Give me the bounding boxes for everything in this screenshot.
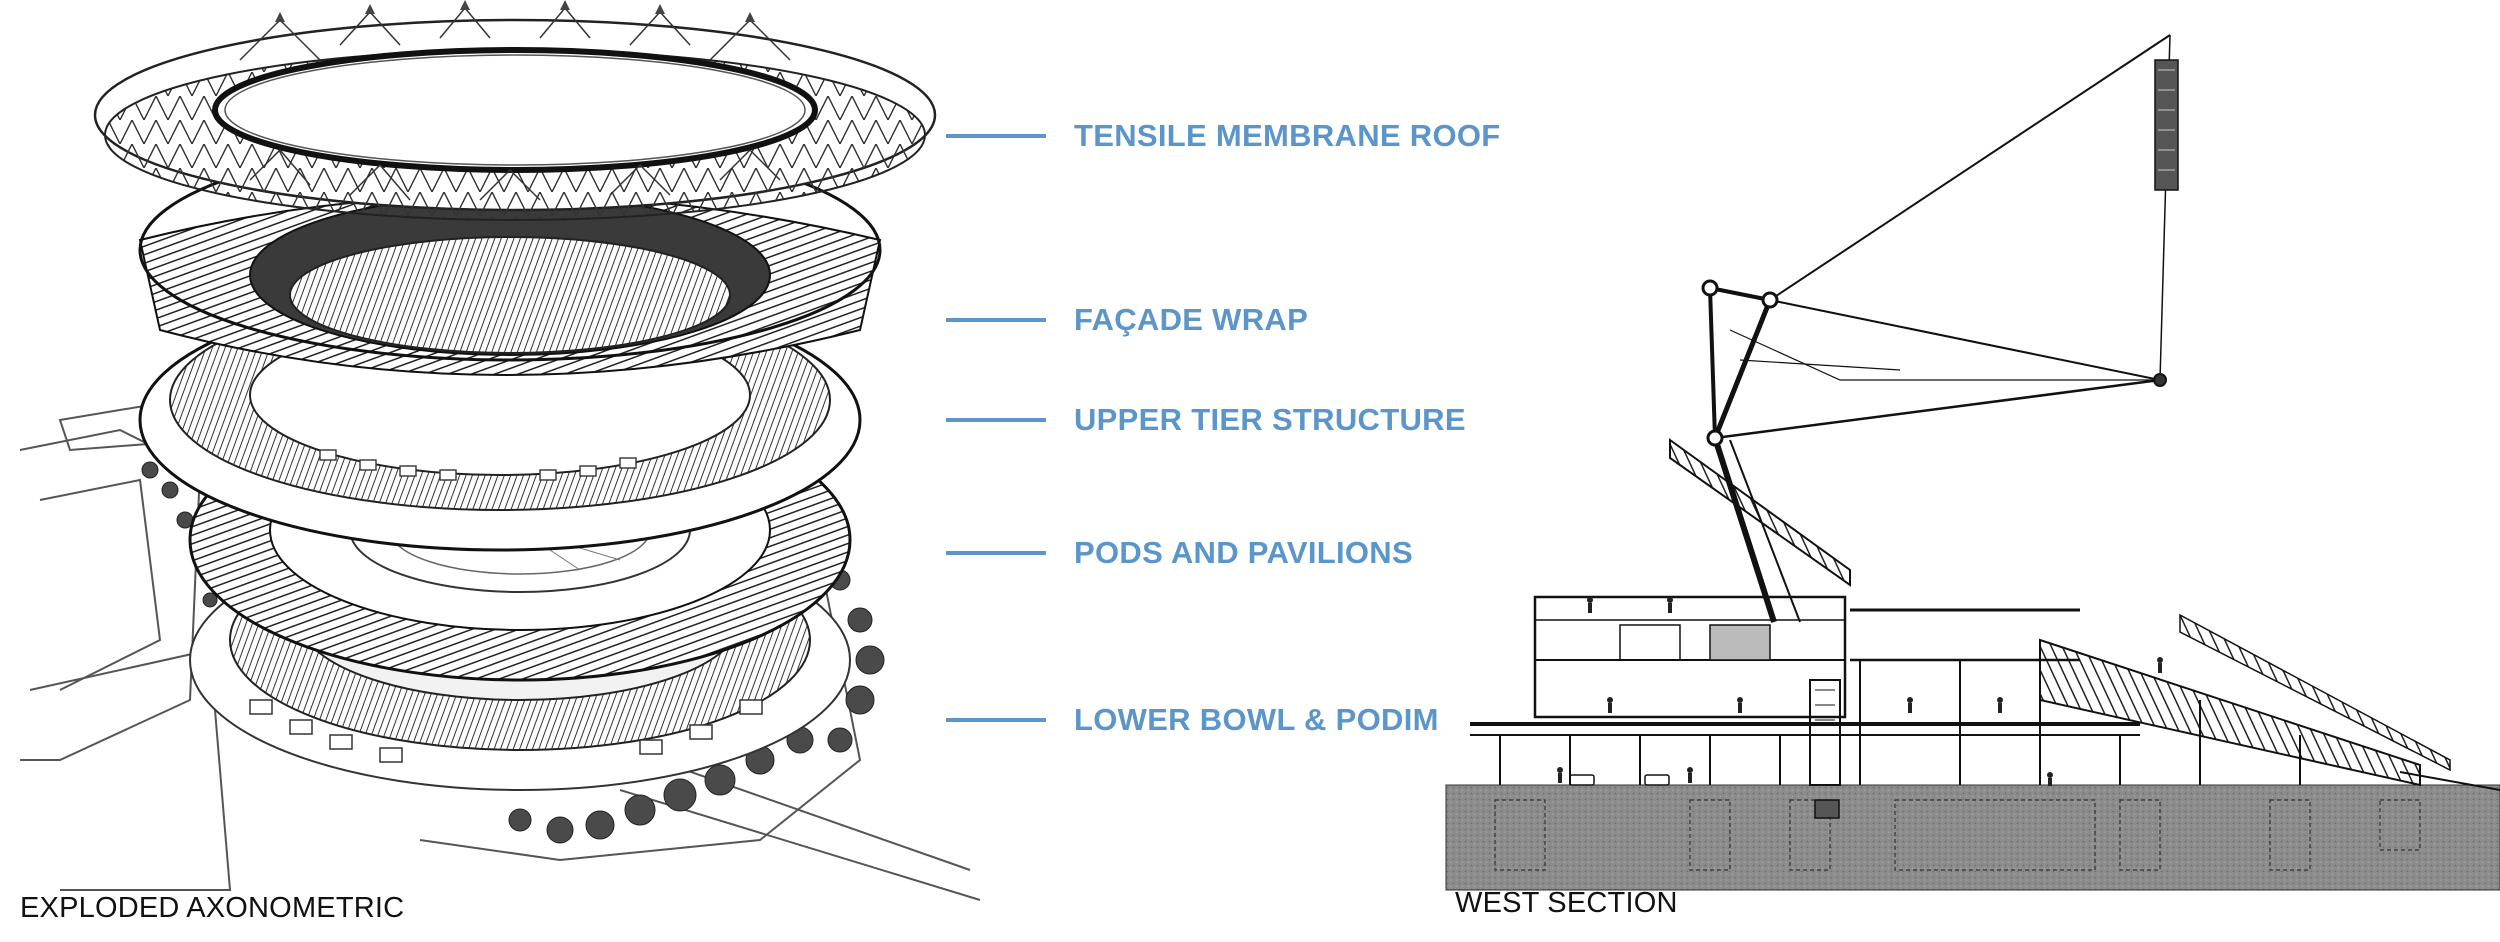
- callout-label: UPPER TIER STRUCTURE: [1074, 402, 1466, 437]
- ground-section: [1445, 784, 2500, 891]
- vehicles: [1569, 774, 1670, 786]
- callout-lower-bowl-podium: LOWER BOWL & PODIM: [946, 700, 1439, 740]
- callout-leader-line: [946, 551, 1046, 555]
- callout-pods-and-pavilions: PODS AND PAVILIONS: [946, 533, 1413, 573]
- callout-leader-line: [946, 318, 1046, 322]
- exploded-axonometric-drawing: [0, 0, 1000, 942]
- callout-leader-line: [946, 418, 1046, 422]
- callout-label: PODS AND PAVILIONS: [1074, 535, 1413, 570]
- callout-upper-tier-structure: UPPER TIER STRUCTURE: [946, 400, 1466, 440]
- section-illustration: [1445, 34, 2500, 891]
- west-section-drawing: [1440, 0, 2500, 942]
- caption-exploded-axonometric: EXPLODED AXONOMETRIC: [20, 892, 405, 924]
- callout-tensile-membrane-roof: TENSILE MEMBRANE ROOF: [946, 116, 1501, 156]
- tensile-membrane-roof: [93, 0, 937, 221]
- callout-leader-line: [946, 134, 1046, 138]
- seating-tiers: [1669, 438, 2500, 791]
- callout-leader-line: [946, 718, 1046, 722]
- roof-mast: [1701, 59, 2179, 447]
- building-structure: [1470, 595, 2301, 786]
- callout-facade-wrap: FAÇADE WRAP: [946, 300, 1308, 340]
- callout-label: LOWER BOWL & PODIM: [1074, 702, 1439, 737]
- facade-wrap: [138, 138, 882, 376]
- roof-cable-structure: [1708, 34, 2171, 623]
- callout-label: TENSILE MEMBRANE ROOF: [1074, 118, 1501, 153]
- people-figures: [1557, 597, 2163, 786]
- caption-west-section: WEST SECTION: [1455, 887, 1678, 919]
- axonometric-illustration: [19, 0, 981, 901]
- callout-label: FAÇADE WRAP: [1074, 302, 1309, 337]
